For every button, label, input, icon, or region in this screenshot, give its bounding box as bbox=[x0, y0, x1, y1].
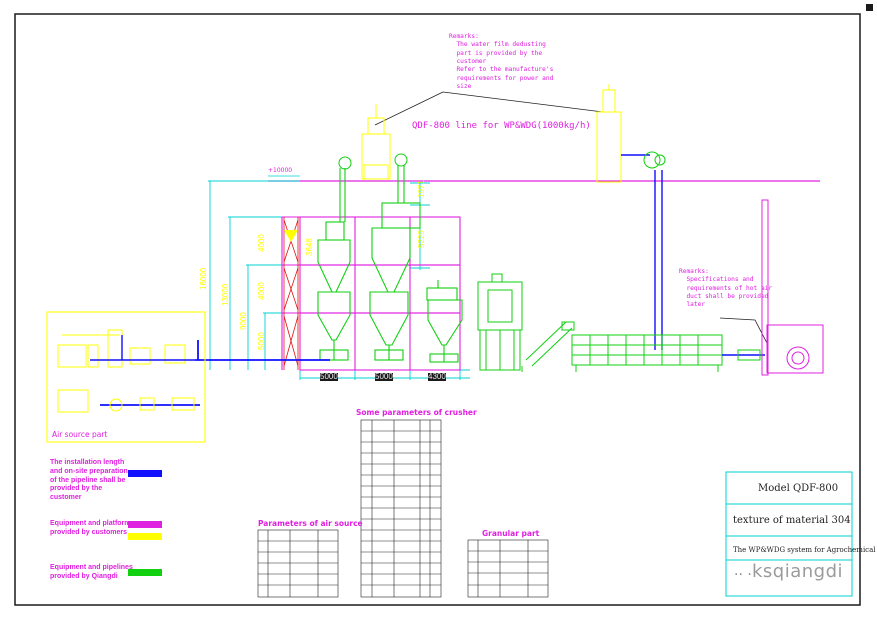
remarks-dedusting: Remarks: The water film dedusting part i… bbox=[449, 33, 554, 91]
drawing-border bbox=[14, 13, 861, 606]
granular-parameters-table bbox=[467, 539, 549, 598]
watermark: ksqiangdi bbox=[752, 561, 844, 582]
remark-leader-right bbox=[442, 91, 604, 113]
title-block-model: Model QDF-800 bbox=[758, 483, 839, 494]
dim-4000-upper: 4000 bbox=[257, 234, 266, 252]
dim-16000: 16000 bbox=[199, 267, 208, 290]
remarks-hot-air-duct: Remarks: Specifications and requirements… bbox=[679, 268, 773, 309]
water-film-dedusting-left bbox=[361, 104, 391, 180]
ladder-marker bbox=[284, 230, 298, 242]
crusher-fans bbox=[338, 151, 666, 170]
air-pipeline bbox=[100, 340, 330, 406]
top-ducts bbox=[621, 154, 663, 350]
legend-swatch-magenta bbox=[128, 521, 162, 528]
crusher-parameters-table bbox=[360, 419, 442, 598]
dim-3648: 3648 bbox=[305, 238, 314, 256]
inclined-conveyor bbox=[521, 321, 575, 372]
dim-5000: 5000 bbox=[257, 332, 266, 350]
air-source-boundary bbox=[46, 311, 206, 443]
hot-air-source bbox=[761, 199, 824, 376]
customer-platform bbox=[281, 216, 461, 371]
water-film-dedusting-right bbox=[596, 84, 622, 183]
air-source-equipment bbox=[57, 329, 195, 413]
legend-magenta-yellow-text: Equipment and platform provided by custo… bbox=[50, 520, 131, 536]
air-source-label: Air source part bbox=[52, 430, 108, 439]
legend-swatch-yellow bbox=[128, 533, 162, 540]
qiangdi-crusher-equipment bbox=[317, 165, 463, 363]
crusher-table-title: Some parameters of crusher bbox=[356, 408, 477, 417]
legend-blue-text: The installation length and on-site prep… bbox=[50, 459, 128, 501]
dim-width-4300: 4300 bbox=[428, 372, 446, 381]
dim-width-5000-b: 5000 bbox=[375, 372, 393, 381]
elevation-marker: +10000 bbox=[268, 167, 293, 174]
title-block bbox=[725, 471, 853, 597]
watermark-prefix: ·· · bbox=[734, 567, 752, 583]
granulator-tower bbox=[477, 273, 523, 371]
granular-table-title: Granular part bbox=[482, 529, 540, 538]
air-table-title: Parameters of air source bbox=[258, 519, 363, 528]
fluid-bed-dryer bbox=[571, 334, 723, 372]
dim-width-5000-a: 5000 bbox=[320, 372, 338, 381]
remark-leader-hotair bbox=[719, 317, 769, 346]
air-source-piping bbox=[90, 335, 195, 361]
legend-swatch-green bbox=[128, 569, 162, 576]
dim-1971: 1971 bbox=[417, 180, 426, 198]
access-ladder bbox=[283, 217, 299, 370]
dim-9000: 9000 bbox=[239, 312, 248, 330]
title-block-texture: texture of material 304 bbox=[733, 515, 851, 526]
title-block-system: The WP&WDG system for Agrochemical bbox=[733, 546, 876, 554]
dim-13000: 13000 bbox=[221, 283, 230, 306]
legend-swatch-blue bbox=[128, 470, 162, 477]
line-title: QDF-800 line for WP&WDG(1000kg/h) bbox=[412, 121, 591, 131]
dim-5229: 5229 bbox=[417, 230, 426, 248]
dim-4000-lower: 4000 bbox=[257, 282, 266, 300]
legend-green-text: Equipment and pipelines provided by Qian… bbox=[50, 564, 133, 580]
air-source-parameters-table bbox=[257, 529, 339, 598]
corner-mark bbox=[866, 4, 873, 11]
remark-leader-left bbox=[374, 91, 444, 126]
